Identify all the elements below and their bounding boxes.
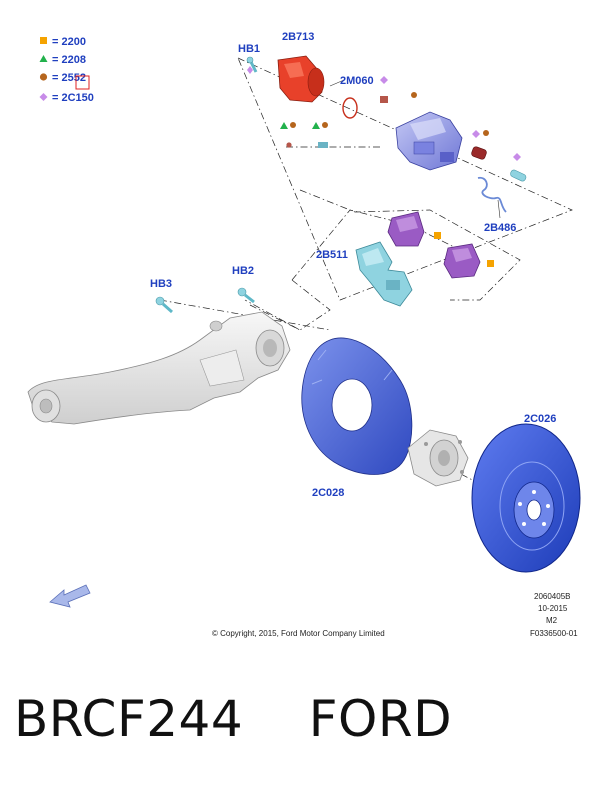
caliper-piston-housing[interactable]	[277, 55, 325, 103]
highlight-box-icon	[75, 75, 90, 90]
legend: = 2200 = 2208 = 2552 = 2C150	[39, 36, 94, 104]
part-label-2c028: 2C028	[312, 487, 344, 499]
legend-label: = 2C150	[52, 92, 94, 104]
bolt-hb2[interactable]	[237, 287, 255, 304]
drawing-revision: M2	[546, 616, 558, 625]
legend-item-2c150: = 2C150	[39, 92, 94, 104]
purple-diamond-icon	[39, 93, 48, 101]
brown-circle-icon	[39, 73, 48, 81]
legend-label: = 2208	[52, 54, 86, 66]
threadlock-marker-icon	[247, 66, 253, 74]
part-label-2m060: 2M060	[340, 75, 374, 87]
knuckle-trailing-arm	[27, 311, 291, 425]
wheel-hub-bearing[interactable]	[407, 429, 469, 487]
guide-pin[interactable]	[471, 130, 489, 160]
brake-pad-inner[interactable]	[387, 211, 441, 247]
bolt-hb3[interactable]	[155, 296, 173, 314]
brake-disc-2c026[interactable]	[471, 423, 581, 573]
legend-label: = 2200	[52, 36, 86, 48]
caliper-assembly[interactable]	[395, 111, 463, 171]
part-label-hb2: HB2	[232, 265, 254, 277]
part-label-2b713: 2B713	[282, 31, 314, 43]
legend-item-2208: = 2208	[39, 54, 86, 66]
legend-item-2552: = 2552	[39, 72, 90, 90]
exploded-brake-diagram: = 2200 = 2208 = 2552 = 2C150 HB1	[27, 31, 581, 638]
spring-clip-2b486[interactable]	[477, 176, 507, 219]
hose-fittings[interactable]	[280, 122, 328, 148]
part-label-2b486: 2B486	[484, 222, 516, 234]
part-label-2b511: 2B511	[316, 249, 348, 261]
copyright-text: © Copyright, 2015, Ford Motor Company Li…	[212, 629, 385, 638]
part-label-hb1: HB1	[238, 43, 260, 55]
bleed-screw[interactable]	[509, 153, 527, 182]
seal-ring-2m060[interactable]	[329, 79, 358, 119]
brake-pad-outer[interactable]	[443, 243, 494, 279]
figure-number: F0336500-01	[530, 629, 578, 638]
bolt-hb1[interactable]	[246, 56, 258, 74]
drawing-number: 2060405B	[534, 592, 570, 601]
dust-shield-2c028[interactable]	[301, 337, 413, 475]
part-number-caption: BRCF244 FORD	[14, 690, 453, 748]
green-triangle-icon	[39, 55, 48, 62]
caliper-bracket-2b511[interactable]	[355, 241, 413, 307]
vehicle-front-arrow-icon	[49, 584, 91, 608]
legend-label: = 2552	[52, 72, 86, 84]
bleed-fitting[interactable]	[380, 76, 417, 103]
part-label-2c026: 2C026	[524, 413, 556, 425]
part-label-hb3: HB3	[150, 278, 172, 290]
orange-square-icon	[40, 37, 47, 44]
legend-item-2200: = 2200	[40, 36, 86, 48]
drawing-date: 10-2015	[538, 604, 568, 613]
